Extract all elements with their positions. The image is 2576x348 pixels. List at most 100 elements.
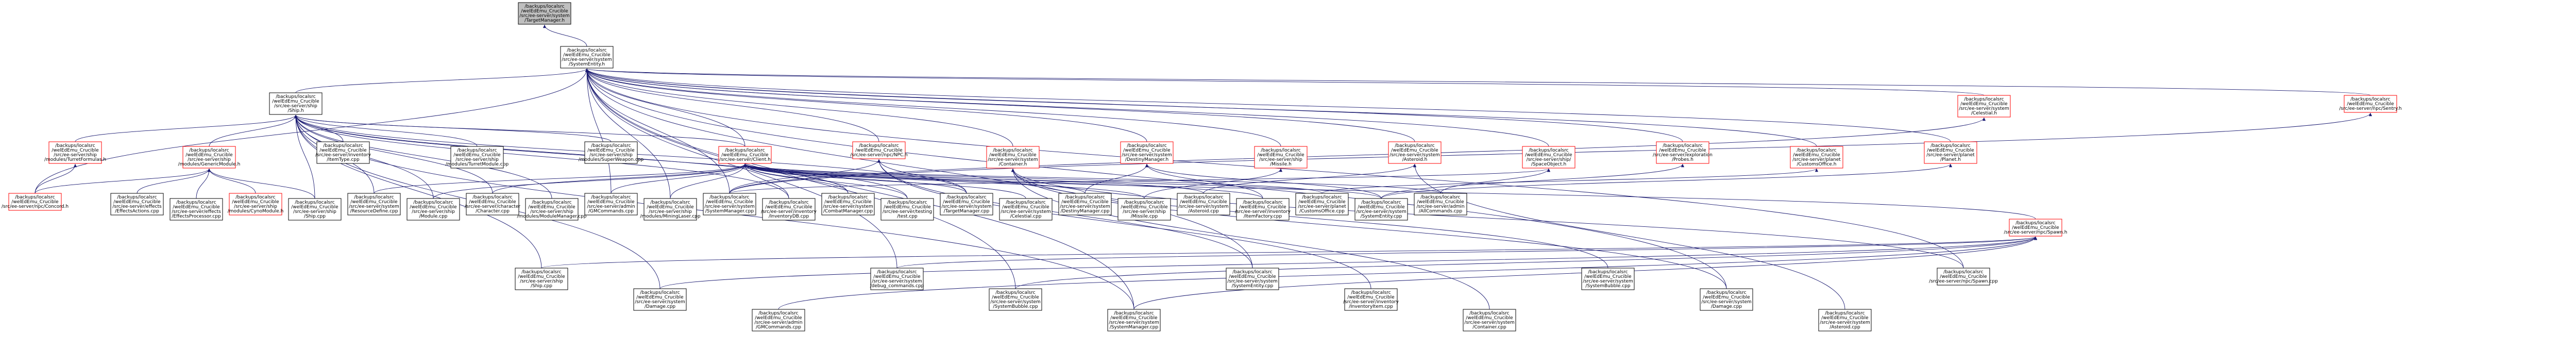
node-label-line: /welEdEmu_Crucible bbox=[636, 295, 684, 300]
file-node[interactable]: /backups/localsrc/welEdEmu_Crucible/src/… bbox=[288, 198, 342, 221]
file-node[interactable]: /backups/localsrc/welEdEmu_Crucible/src/… bbox=[170, 198, 223, 221]
node-label-line: /backups/localsrc bbox=[725, 148, 765, 153]
file-node[interactable]: /backups/localsrc/welEdEmu_Crucible/src/… bbox=[1388, 141, 1442, 164]
file-node[interactable]: /backups/localsrc/welEdEmu_Crucible/src/… bbox=[1463, 309, 1516, 332]
file-node[interactable]: /backups/localsrc/welEdEmu_Crucible/src/… bbox=[44, 141, 106, 164]
node-label-line: /backups/localsrc bbox=[640, 290, 680, 295]
node-box bbox=[880, 198, 934, 221]
node-label-line: /src/ee-server/system bbox=[1701, 300, 1752, 305]
file-node[interactable]: /backups/localsrc/welEdEmu_Crucible/src/… bbox=[178, 146, 241, 169]
node-label-line: /welEdEmu_Crucible bbox=[1358, 205, 1405, 210]
node-label-line: /welEdEmu_Crucible bbox=[410, 205, 457, 210]
file-node[interactable]: /backups/localsrc/welEdEmu_Crucible/src/… bbox=[269, 92, 323, 115]
file-node[interactable]: /backups/localsrc/welEdEmu_Crucible/src/… bbox=[1924, 141, 1977, 164]
node-label-line: /TargetManager.h bbox=[524, 18, 565, 23]
file-node[interactable]: /backups/localsrc/welEdEmu_Crucible/src/… bbox=[1581, 268, 1635, 290]
file-node[interactable]: /backups/localsrc/welEdEmu_Crucible/src/… bbox=[850, 141, 908, 159]
file-node[interactable]: /backups/localsrc/welEdEmu_Crucible/src/… bbox=[1700, 288, 1753, 311]
file-node[interactable]: /backups/localsrc/welEdEmu_Crucible/src/… bbox=[1522, 146, 1575, 169]
file-node[interactable]: /backups/localsrc/welEdEmu_Crucible/src/… bbox=[2, 193, 69, 211]
file-node[interactable]: /backups/localsrc/welEdEmu_Crucible/src/… bbox=[986, 146, 1040, 169]
dependency-edge bbox=[1015, 236, 2037, 289]
file-node[interactable]: /backups/localsrc/welEdEmu_Crucible/src/… bbox=[1414, 193, 1467, 216]
file-node[interactable]: /backups/localsrc/welEdEmu_Crucible/src/… bbox=[821, 193, 875, 216]
node-label-line: /welEdEmu_Crucible bbox=[765, 205, 812, 210]
node-label-line: /welEdEmu_Crucible bbox=[1298, 200, 1346, 205]
node-label-line: /backups/localsrc bbox=[1930, 143, 1970, 148]
file-node[interactable]: /backups/localsrc/welEdEmu_Crucible/src/… bbox=[560, 46, 614, 69]
node-label-line: /welEdEmu_Crucible bbox=[2347, 102, 2394, 107]
file-node[interactable]: /backups/localsrc/welEdEmu_Crucible/src/… bbox=[752, 309, 805, 332]
node-label-line: /src/ee-server/system bbox=[1356, 209, 1406, 214]
node-label-line: /backups/localsrc bbox=[1964, 97, 2004, 102]
node-box bbox=[170, 198, 223, 221]
dependency-edge bbox=[585, 68, 745, 147]
file-node[interactable]: /backups/localsrc/welEdEmu_Crucible/src/… bbox=[1107, 309, 1161, 332]
node-box bbox=[466, 193, 519, 216]
node-label-line: /src/ee-server/ship bbox=[520, 279, 563, 284]
node-box bbox=[1414, 193, 1467, 216]
file-node[interactable]: /backups/localsrc/welEdEmu_Crucible/src/… bbox=[989, 288, 1042, 311]
file-node[interactable]: /backups/localsrc/welEdEmu_Crucible/src/… bbox=[1058, 193, 1112, 216]
file-node[interactable]: /backups/localsrc/welEdEmu_Crucible/src/… bbox=[761, 198, 817, 221]
node-label-line: /backups/localsrc bbox=[189, 148, 229, 153]
file-node[interactable]: /backups/localsrc/welEdEmu_Crucible/src/… bbox=[1254, 146, 1308, 169]
file-node[interactable]: /backups/localsrc/welEdEmu_Crucible/src/… bbox=[517, 198, 587, 221]
file-node[interactable]: /backups/localsrc/welEdEmu_Crucible/src/… bbox=[1343, 288, 1399, 311]
file-node[interactable]: /backups/localsrc/welEdEmu_Crucible/src/… bbox=[515, 268, 568, 290]
node-label-line: /SystemManager.cpp bbox=[705, 209, 754, 214]
node-box bbox=[1463, 309, 1516, 332]
file-node[interactable]: /backups/localsrc/welEdEmu_Crucible/src/… bbox=[633, 288, 687, 311]
file-node[interactable]: /backups/localsrc/welEdEmu_Crucible/src/… bbox=[703, 193, 756, 216]
dependency-edge bbox=[209, 114, 298, 147]
node-label-line: /src/ee-server/system bbox=[990, 300, 1041, 305]
file-node[interactable]: /backups/localsrc/welEdEmu_Crucible/src/… bbox=[1295, 193, 1349, 216]
file-node[interactable]: /backups/localsrc/welEdEmu_Crucible/src/… bbox=[999, 198, 1053, 221]
file-node[interactable]: /backups/localsrc/welEdEmu_Crucible/src/… bbox=[880, 198, 934, 221]
file-node[interactable]: /backups/localsrc/welEdEmu_Crucible/src/… bbox=[406, 198, 460, 221]
file-node[interactable]: /backups/localsrc/welEdEmu_Crucible/src/… bbox=[640, 198, 701, 221]
file-node[interactable]: /backups/localsrc/welEdEmu_Crucible/src/… bbox=[1790, 146, 1843, 169]
file-node[interactable]: /backups/localsrc/welEdEmu_Crucible/src/… bbox=[584, 193, 638, 216]
file-node[interactable]: /backups/localsrc/welEdEmu_Crucible/src/… bbox=[1117, 198, 1171, 221]
file-node[interactable]: /backups/localsrc/welEdEmu_Crucible/src/… bbox=[718, 146, 772, 164]
file-node[interactable]: /backups/localsrc/welEdEmu_Crucible/src/… bbox=[315, 141, 371, 164]
node-box bbox=[986, 146, 1040, 169]
node-box bbox=[1581, 268, 1635, 290]
dependency-edge bbox=[585, 68, 1951, 142]
file-node[interactable]: /backups/localsrc/welEdEmu_Crucible/src/… bbox=[1653, 141, 1713, 164]
dependency-edge bbox=[585, 68, 1253, 269]
node-label-line: /backups/localsrc bbox=[176, 200, 216, 205]
file-node[interactable]: /backups/localsrc/welEdEmu_Crucible/src/… bbox=[1120, 141, 1174, 164]
file-node[interactable]: /backups/localsrc/welEdEmu_Crucible/src/… bbox=[1818, 309, 1872, 332]
node-label-line: /src/ee-server/npc/Spawn.cpp bbox=[1929, 279, 1998, 284]
node-label-line: /Asteroid.cpp bbox=[1829, 325, 1860, 330]
file-node[interactable]: /backups/localsrc/welEdEmu_Crucible/src/… bbox=[1226, 268, 1279, 290]
node-label-line: /src/ee-server/system bbox=[349, 204, 399, 209]
file-node[interactable]: /backups/localsrc/welEdEmu_Crucible/src/… bbox=[1177, 193, 1230, 216]
node-box bbox=[2344, 95, 2397, 113]
file-node[interactable]: /backups/localsrc/welEdEmu_Crucible/src/… bbox=[1957, 95, 2011, 118]
node-label-line: /welEdEmu_Crucible bbox=[521, 9, 568, 14]
file-node[interactable]: /backups/localsrc/welEdEmu_Crucible/src/… bbox=[446, 146, 509, 169]
dependency-edge bbox=[743, 163, 1323, 194]
file-node[interactable]: /backups/localsrc/welEdEmu_Crucible/src/… bbox=[940, 193, 993, 216]
file-node[interactable]: /backups/localsrc/welEdEmu_Crucible/src/… bbox=[1354, 198, 1408, 221]
file-node[interactable]: /backups/localsrc/welEdEmu_Crucible/src/… bbox=[1929, 268, 1998, 286]
file-node[interactable]: /backups/localsrc/welEdEmu_Crucible/src/… bbox=[228, 193, 284, 216]
file-node[interactable]: /backups/localsrc/welEdEmu_Crucible/src/… bbox=[579, 141, 644, 164]
node-label-line: /GMCommands.cpp bbox=[588, 209, 634, 214]
node-label-line: /src/ee-server/admin bbox=[587, 204, 635, 209]
file-node[interactable]: /backups/localsrc/welEdEmu_Crucible/src/… bbox=[870, 268, 924, 290]
dependency-edge bbox=[743, 163, 1441, 194]
file-node[interactable]: /backups/localsrc/welEdEmu_Crucible/src/… bbox=[465, 193, 520, 216]
dependency-edge bbox=[1011, 168, 1727, 289]
node-box bbox=[999, 198, 1053, 221]
file-node[interactable]: /backups/localsrc/welEdEmu_Crucible/src/… bbox=[110, 193, 164, 216]
file-node[interactable]: /backups/localsrc/welEdEmu_Crucible/src/… bbox=[2004, 219, 2067, 237]
dependency-edge bbox=[294, 114, 552, 199]
file-node[interactable]: /backups/localsrc/welEdEmu_Crucible/src/… bbox=[1235, 198, 1291, 221]
file-node[interactable]: /backups/localsrc/welEdEmu_Crucible/src/… bbox=[347, 193, 401, 216]
file-node[interactable]: /backups/localsrc/welEdEmu_Crucible/src/… bbox=[2339, 95, 2402, 113]
